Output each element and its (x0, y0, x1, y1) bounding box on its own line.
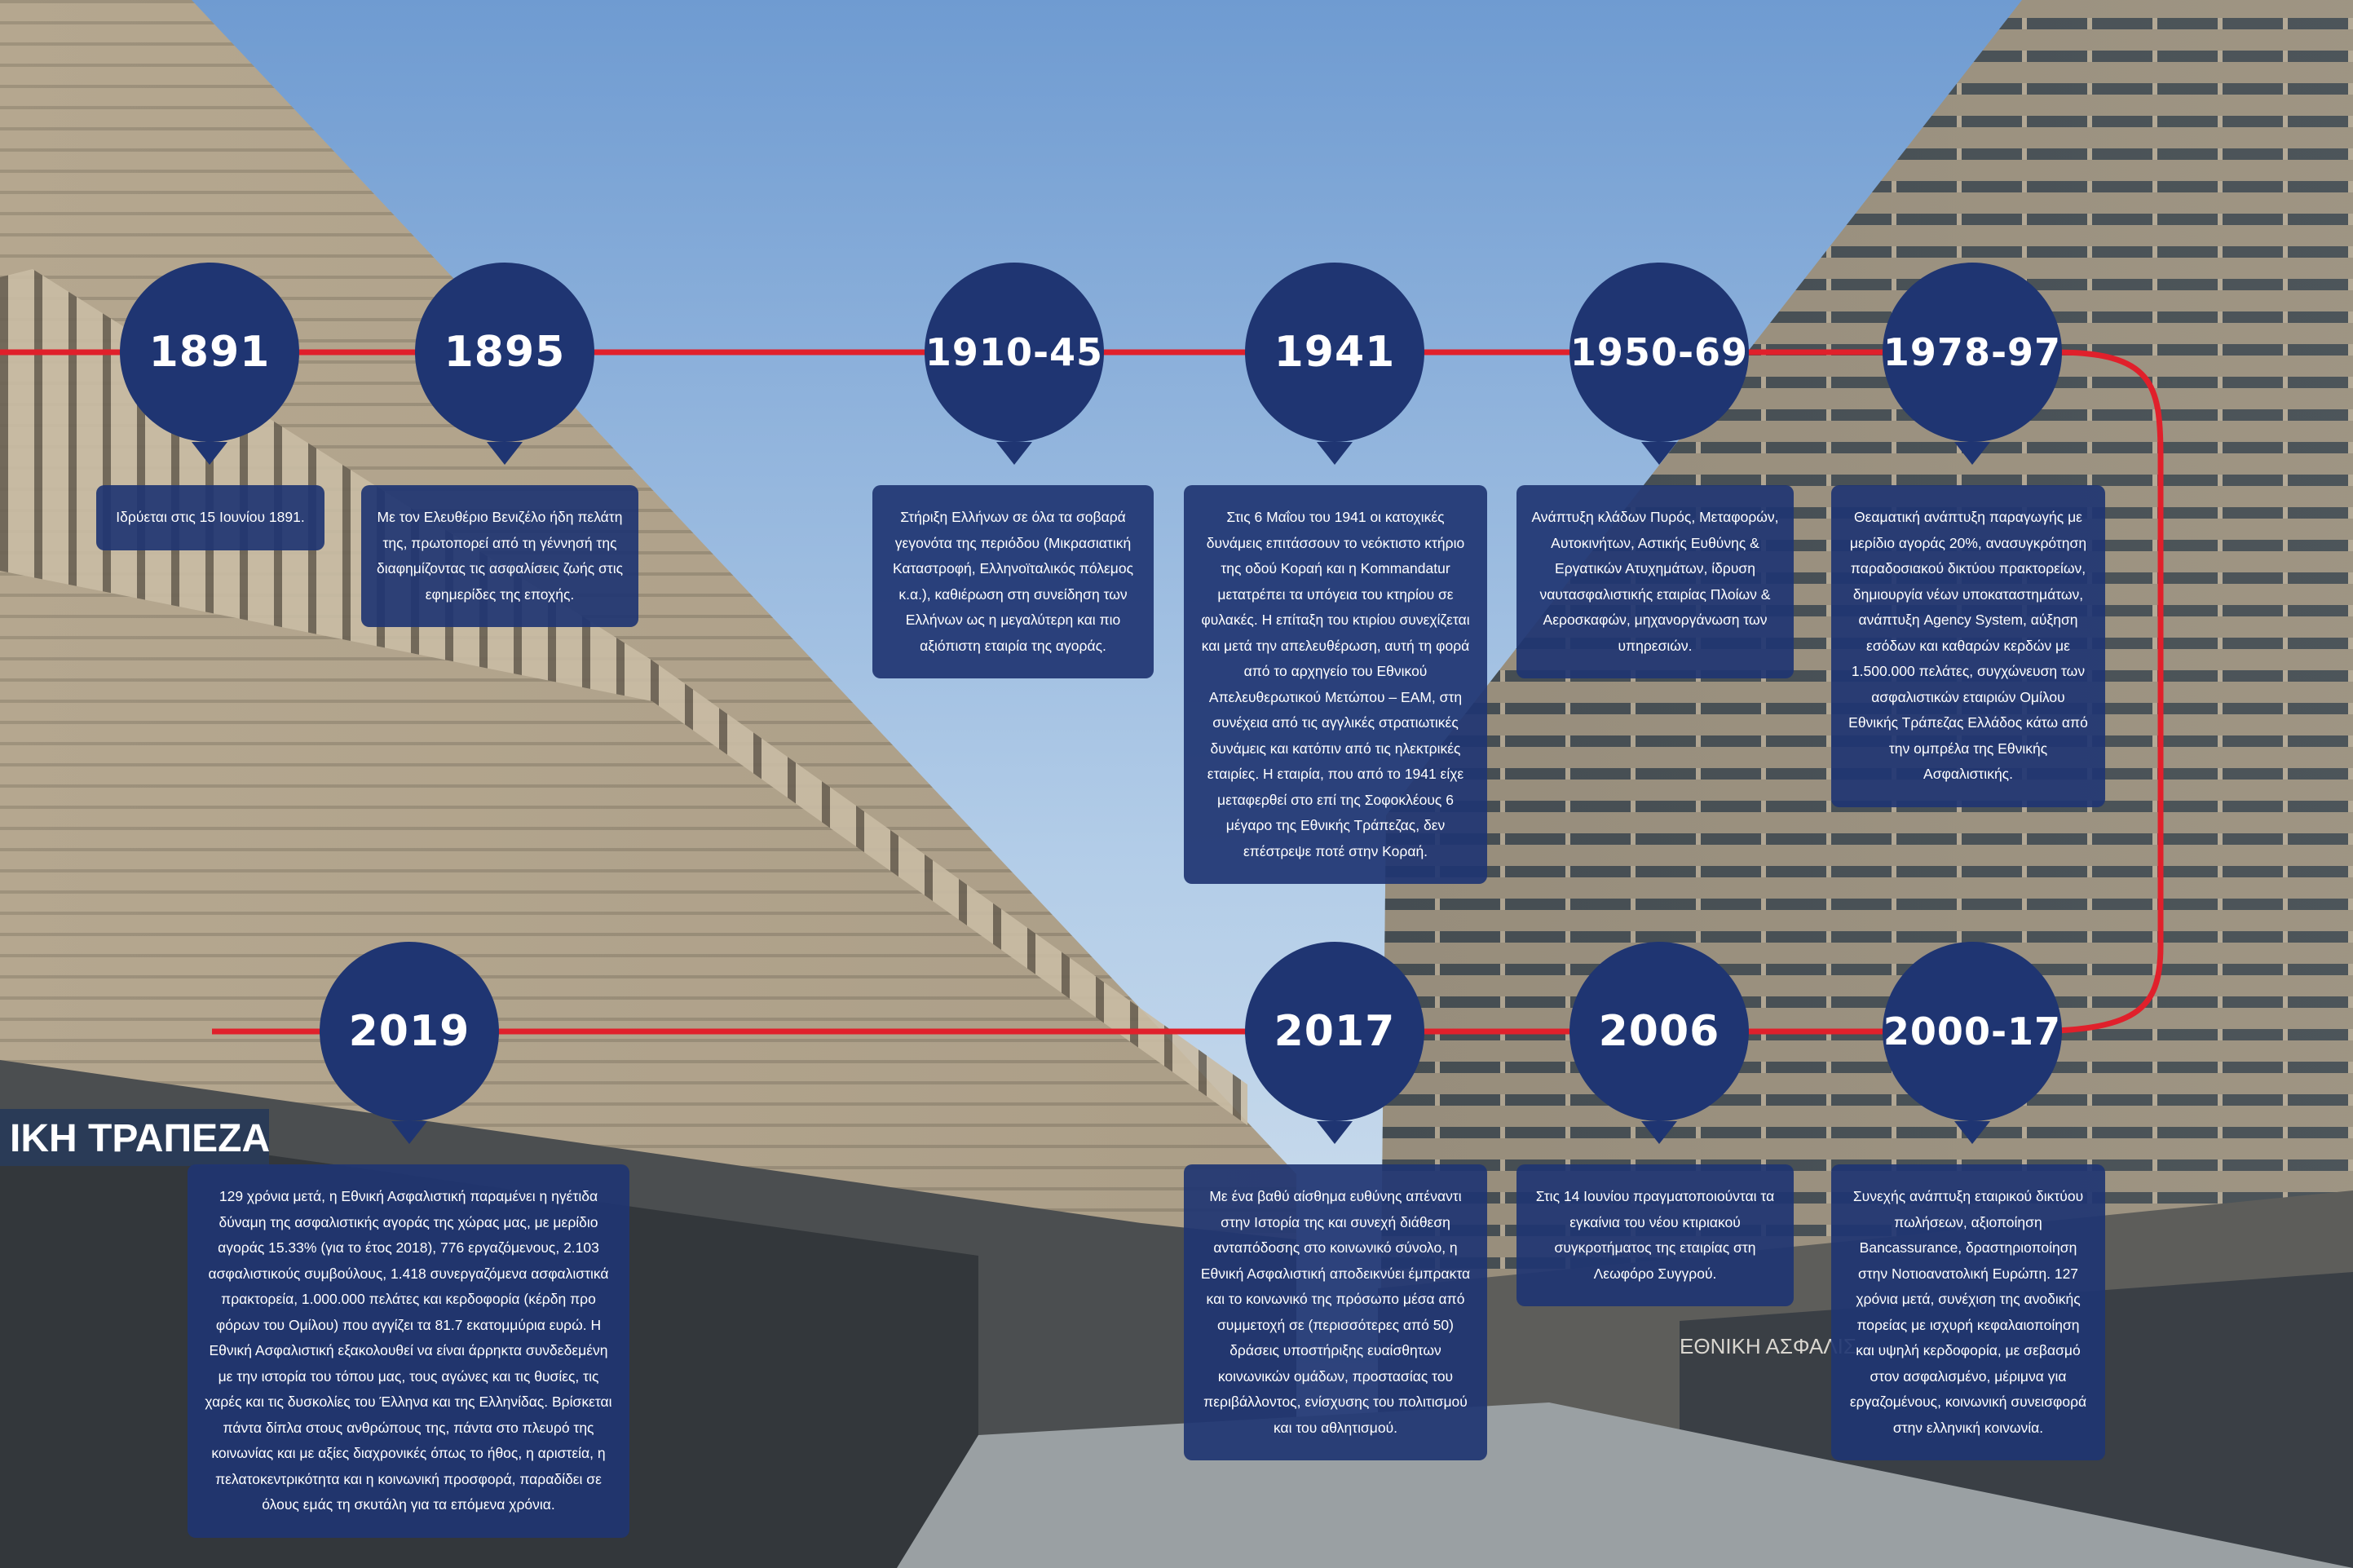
event-card-1895: Με τον Ελευθέριο Βενιζέλο ήδη πελάτη της… (361, 485, 638, 627)
year-circle-2019: 2019 (320, 942, 499, 1121)
bank-sign-left: ΙΚΗ ΤΡΑΠΕΖΑ (10, 1117, 270, 1160)
pointer-1941 (1317, 442, 1353, 465)
year-circle-2006: 2006 (1569, 942, 1749, 1121)
event-card-2006: Στις 14 Ιουνίου πραγματοποιούνται τα εγκ… (1516, 1164, 1794, 1306)
event-card-1978-97: Θεαματική ανάπτυξη παραγωγής με μερίδιο … (1831, 485, 2105, 807)
year-circle-1950-69: 1950-69 (1569, 263, 1749, 442)
pointer-2017 (1317, 1121, 1353, 1144)
event-card-1950-69: Ανάπτυξη κλάδων Πυρός, Μεταφορών, Αυτοκι… (1516, 485, 1794, 678)
pointer-1895 (487, 442, 523, 465)
year-circle-1891: 1891 (120, 263, 299, 442)
year-circle-1910-45: 1910-45 (925, 263, 1104, 442)
event-card-2019: 129 χρόνια μετά, η Εθνική Ασφαλιστική πα… (188, 1164, 629, 1538)
pointer-2006 (1641, 1121, 1677, 1144)
event-card-1941: Στις 6 Μαΐου του 1941 οι κατοχικές δυνάμ… (1184, 485, 1487, 884)
year-circle-2000-17: 2000-17 (1883, 942, 2062, 1121)
pointer-1978-97 (1954, 442, 1990, 465)
year-circle-1895: 1895 (415, 263, 594, 442)
year-circle-2017: 2017 (1245, 942, 1424, 1121)
insurance-sign-right: ΕΘΝΙΚΗ ΑΣΦΑΛΙΣ (1680, 1334, 1856, 1358)
pointer-2000-17 (1954, 1121, 1990, 1144)
year-circle-1978-97: 1978-97 (1883, 263, 2062, 442)
event-card-2000-17: Συνεχής ανάπτυξη εταιρικού δικτύου πωλήσ… (1831, 1164, 2105, 1460)
pointer-1950-69 (1641, 442, 1677, 465)
pointer-1891 (192, 442, 227, 465)
event-card-1910-45: Στήριξη Ελλήνων σε όλα τα σοβαρά γεγονότ… (872, 485, 1154, 678)
event-card-1891: Ιδρύεται στις 15 Ιουνίου 1891. (96, 485, 324, 550)
event-card-2017: Με ένα βαθύ αίσθημα ευθύνης απέναντι στη… (1184, 1164, 1487, 1460)
pointer-1910-45 (996, 442, 1032, 465)
pointer-2019 (391, 1121, 427, 1144)
year-circle-1941: 1941 (1245, 263, 1424, 442)
